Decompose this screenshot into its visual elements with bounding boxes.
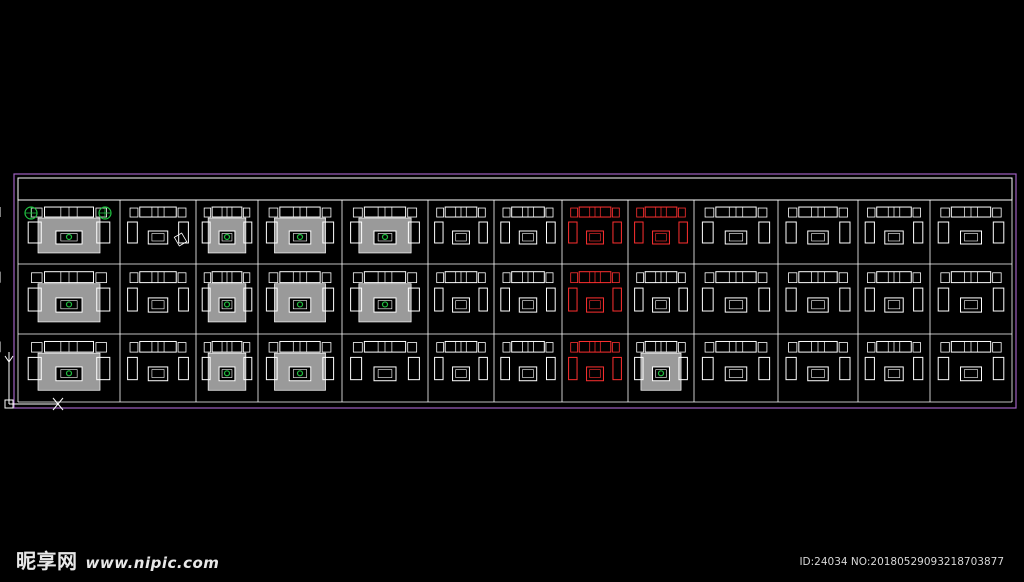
grey-rug-sofa-set-block [350, 271, 420, 323]
watermark-id: ID:24034 NO:20180529093218703877 [799, 556, 1004, 568]
outline-sofa-set-block [127, 340, 189, 382]
outline-sofa-set-block [937, 340, 1005, 382]
grey-rug-sofa-set-block [265, 340, 335, 391]
outline-sofa-set-block [701, 340, 771, 382]
outline-sofa-set-block [127, 271, 189, 313]
lounge-chair [173, 232, 188, 247]
grey-rug-sofa-set-block [201, 271, 253, 323]
outline-sofa-set-block [434, 206, 488, 245]
outline-sofa-set-block [434, 271, 488, 313]
sofa-rug-chair-block [127, 206, 189, 245]
outline-sofa-set-block [701, 271, 771, 313]
outline-sofa-set-block [500, 206, 556, 245]
grey-rug-sofa-set-block [265, 206, 335, 254]
red-sofa-set-block [568, 271, 622, 313]
outline-sofa-set-block [864, 206, 924, 245]
outline-sofa-set-block [937, 271, 1005, 313]
grey-rug-sofa-set-block [634, 340, 688, 391]
grey-rug-sofa-set-block [27, 340, 111, 391]
outline-sofa-set-block [785, 340, 851, 382]
grey-rug-sofa-set-block [201, 206, 253, 254]
outline-sofa-set-block [434, 340, 488, 382]
grey-rug-sofa-set-block [201, 340, 253, 391]
outline-sofa-set-block [634, 271, 688, 313]
outline-sofa-set-block [500, 340, 556, 382]
grey-rug-sofa-set-block [27, 271, 111, 323]
red-sofa-set-block [634, 206, 688, 245]
outline-sofa-set-block [864, 340, 924, 382]
outline-sofa-set-block [350, 340, 420, 382]
watermark-brand-text: 昵享网 [16, 549, 78, 573]
outline-sofa-set-block [937, 206, 1005, 245]
outline-sofa-set-block [785, 271, 851, 313]
furniture-grid [0, 199, 1013, 403]
red-sofa-set-block [568, 206, 622, 245]
outline-sofa-set-block [785, 206, 851, 245]
ucs-icon [4, 352, 64, 411]
outline-sofa-set-block [864, 271, 924, 313]
watermark-url: www.nipic.com [85, 554, 220, 572]
grey-rug-sofa-set-block [350, 206, 420, 254]
outline-sofa-set-block [701, 206, 771, 245]
grey-rug-sofa-set-block [27, 206, 111, 254]
outline-sofa-set-block [500, 271, 556, 313]
grey-rug-sofa-set-block [265, 271, 335, 323]
red-sofa-set-block [568, 340, 622, 382]
watermark-brand: 昵享网 www.nipic.com [16, 545, 219, 574]
sheet-frame [13, 173, 1017, 409]
